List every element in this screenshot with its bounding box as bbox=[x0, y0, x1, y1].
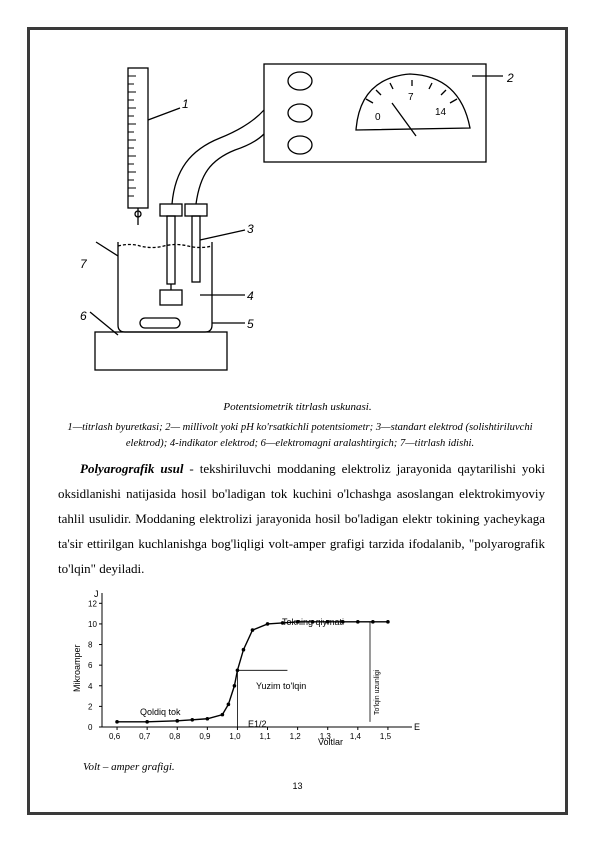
data-point bbox=[190, 717, 195, 722]
magnetic-stirrer bbox=[94, 331, 228, 371]
data-point bbox=[205, 716, 210, 721]
x-axis-label: Voltlar bbox=[318, 737, 343, 747]
knob-3 bbox=[287, 135, 313, 155]
data-point bbox=[310, 620, 315, 624]
label-7: 7 bbox=[80, 257, 88, 271]
label-2: 2 bbox=[506, 71, 514, 85]
data-point bbox=[241, 647, 246, 652]
knob-2 bbox=[287, 103, 313, 123]
potentiometer-box bbox=[263, 63, 487, 163]
y-tick-label: 12 bbox=[88, 599, 97, 608]
label-6: 6 bbox=[80, 309, 87, 323]
data-point bbox=[226, 702, 231, 707]
y-tick-label: 6 bbox=[88, 661, 93, 670]
y-tick-label: 2 bbox=[88, 702, 93, 711]
y-tick-label: 8 bbox=[88, 641, 93, 650]
annotation-half-wave: Yuzim to'lqin bbox=[256, 681, 306, 691]
knob-1 bbox=[287, 71, 313, 91]
x-end-label: E bbox=[414, 722, 420, 732]
figure1-caption: Potentsiometrik titrlash uskunasi. bbox=[223, 401, 372, 413]
label-1: 1 bbox=[182, 97, 189, 111]
data-point bbox=[175, 719, 180, 723]
data-point bbox=[250, 628, 255, 632]
standard-electrode bbox=[166, 215, 176, 285]
figure1-description: 1—titrlash byuretkasi; 2— millivolt yoki… bbox=[67, 422, 533, 449]
half-wave-label: E1/2 bbox=[248, 719, 267, 729]
figure2-caption: Volt – amper grafigi. bbox=[83, 761, 175, 773]
annotation-wave-height: To'lqin uzunligi bbox=[374, 669, 381, 715]
data-point bbox=[232, 683, 237, 688]
x-tick-label: 0,6 bbox=[109, 732, 121, 741]
x-tick-label: 1,0 bbox=[229, 732, 241, 741]
y-tick-label: 4 bbox=[88, 682, 93, 691]
y-axis-label: Mikroamper bbox=[72, 644, 82, 692]
meter-needle bbox=[391, 102, 417, 137]
burette bbox=[127, 67, 149, 209]
data-point bbox=[295, 620, 300, 624]
page-number: 13 bbox=[292, 781, 303, 791]
annotation-limit-current: Tokning qiymati bbox=[282, 617, 344, 627]
paragraph-term: Polyarografik usul bbox=[80, 461, 184, 476]
x-tick-label: 0,8 bbox=[169, 732, 181, 741]
data-point bbox=[280, 621, 285, 625]
x-tick-label: 1,1 bbox=[260, 732, 272, 741]
x-tick-label: 0,9 bbox=[199, 732, 211, 741]
y-tick-label: 0 bbox=[88, 723, 93, 732]
data-point bbox=[220, 712, 225, 717]
data-point bbox=[386, 620, 390, 624]
data-point bbox=[265, 622, 270, 626]
meter-dial bbox=[355, 73, 471, 131]
data-point bbox=[325, 620, 330, 624]
x-tick-label: 1,5 bbox=[380, 732, 392, 741]
indicator-electrode bbox=[191, 215, 201, 283]
annotation-residual-current: Qoldiq tok bbox=[140, 707, 181, 717]
data-point bbox=[356, 620, 360, 624]
scale-14: 14 bbox=[435, 107, 447, 118]
data-point bbox=[145, 720, 149, 724]
scale-7: 7 bbox=[408, 92, 414, 103]
x-tick-label: 1,3 bbox=[320, 732, 332, 741]
titration-apparatus-diagram: 1 2 3 4 5 6 7 0 7 14 bbox=[80, 63, 514, 371]
series-line bbox=[117, 621, 388, 723]
scale-0: 0 bbox=[375, 112, 381, 123]
polarographic-paragraph: Polyarografik usul - tekshiriluvchi modd… bbox=[58, 456, 545, 581]
paragraph-text: - tekshiriluvchi moddaning elektroliz ja… bbox=[58, 461, 545, 576]
y-end-label: J bbox=[94, 589, 99, 599]
data-point bbox=[340, 620, 345, 624]
x-tick-label: 1,4 bbox=[350, 732, 362, 741]
stirring-bar bbox=[139, 317, 181, 329]
data-point bbox=[115, 720, 119, 724]
x-tick-label: 0,7 bbox=[139, 732, 151, 741]
label-5: 5 bbox=[247, 317, 254, 331]
y-tick-label: 10 bbox=[88, 620, 97, 629]
x-tick-label: 1,2 bbox=[290, 732, 302, 741]
label-3: 3 bbox=[247, 222, 254, 236]
label-4: 4 bbox=[247, 289, 254, 303]
page-border bbox=[27, 27, 568, 815]
data-point bbox=[371, 620, 375, 624]
